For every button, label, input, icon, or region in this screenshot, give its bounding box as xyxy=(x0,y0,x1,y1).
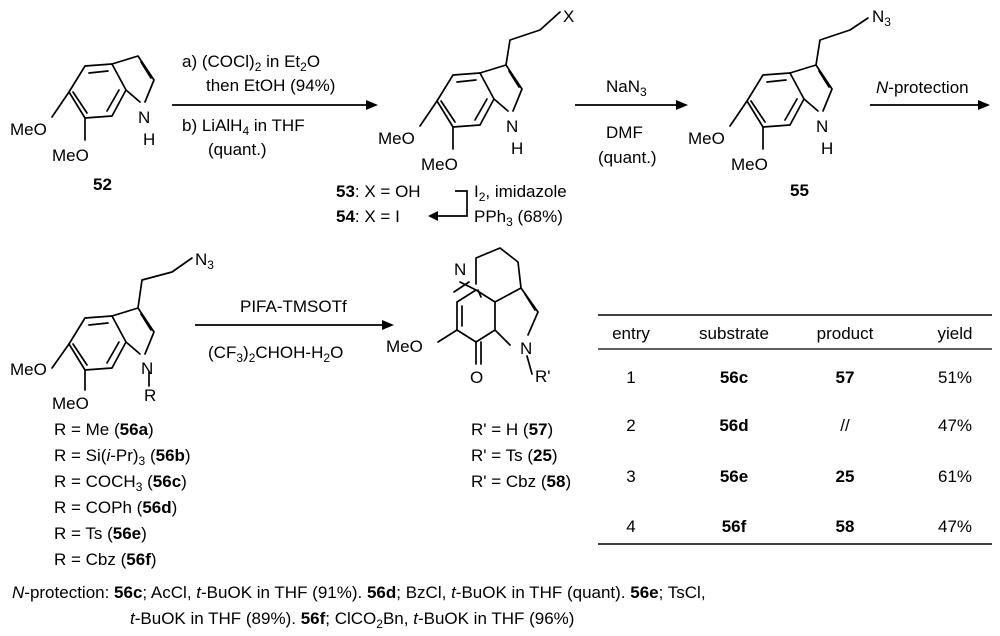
results-table: entry substrate product yield 1 56c 57 5… xyxy=(598,314,992,545)
n-label: N xyxy=(138,108,150,127)
molecule-53-54: X MeO MeO N H xyxy=(378,7,574,174)
molecule-product: N MeO O N R' xyxy=(386,247,551,387)
table-cell: 25 xyxy=(836,467,855,486)
footnote-line-1: N-protection: 56c; AcCl, t-BuOK in THF (… xyxy=(12,583,706,602)
r-substituent-list: R = Me (56a) R = Si(i-Pr)3 (56b) R = COC… xyxy=(54,420,191,569)
h-label: H xyxy=(143,130,155,149)
meo-label: MeO xyxy=(52,146,89,165)
table-cell: 56e xyxy=(720,467,748,486)
n-label: N xyxy=(816,117,828,136)
step1-a-line2: then EtOH (94%) xyxy=(206,76,335,95)
molecule-55: N3 MeO MeO N H 55 xyxy=(688,7,891,200)
n-label: N xyxy=(454,260,466,279)
table-cell: 47% xyxy=(938,416,972,435)
table-cell: 56d xyxy=(719,416,748,435)
conversion-arrow xyxy=(437,190,468,217)
meo-label: MeO xyxy=(731,155,768,174)
step1-b: b) LiAlH4 in THF xyxy=(182,116,305,138)
reagent-nan3: NaN3 xyxy=(606,77,647,99)
r-item-56f: R = Cbz (56f) xyxy=(54,550,157,569)
rp-item-57: R' = H (57) xyxy=(471,420,553,439)
table-cell: 47% xyxy=(938,517,972,536)
rp-label: R' xyxy=(535,367,551,386)
solvent-hfip: (CF3)2CHOH-H2O xyxy=(208,343,343,365)
table-header: product xyxy=(817,324,874,343)
h-label: H xyxy=(821,139,833,158)
table-header: substrate xyxy=(699,324,769,343)
compound-55-label: 55 xyxy=(790,181,809,200)
table-cell: 61% xyxy=(938,467,972,486)
table-cell: 1 xyxy=(626,368,635,387)
table-cell: 56f xyxy=(722,517,747,536)
table-cell: 58 xyxy=(836,517,855,536)
meo-label: MeO xyxy=(10,360,47,379)
rprime-list: R' = H (57) R' = Ts (25) R' = Cbz (58) xyxy=(471,420,571,491)
n3-label: N3 xyxy=(872,7,891,29)
arrowhead xyxy=(382,320,394,330)
meo-label: MeO xyxy=(378,129,415,148)
footnote: N-protection: 56c; AcCl, t-BuOK in THF (… xyxy=(12,583,706,631)
solvent-dmf: DMF xyxy=(606,123,643,142)
r-item-56c: R = COCH3 (56c) xyxy=(54,472,187,494)
table-cell: 57 xyxy=(836,368,855,387)
meo-label: MeO xyxy=(10,120,47,139)
meo-label: MeO xyxy=(386,337,423,356)
arrowhead xyxy=(366,100,378,110)
table-cell: // xyxy=(840,416,850,435)
r-label: R xyxy=(144,386,156,405)
compound-53-line: 53: X = OH xyxy=(336,182,421,201)
arrowhead xyxy=(676,100,688,110)
compound-52-label: 52 xyxy=(93,175,112,194)
molecule-56: N3 MeO MeO N R xyxy=(10,250,214,413)
arrowhead xyxy=(978,100,990,110)
n-label: N xyxy=(506,117,518,136)
table-cell: 51% xyxy=(938,368,972,387)
reagent-pph3: PPh3 (68%) xyxy=(474,207,563,229)
n-label: N xyxy=(141,359,153,378)
meo-label: MeO xyxy=(421,155,458,174)
h-label: H xyxy=(511,139,523,158)
n-protection-label: N-protection xyxy=(876,78,969,97)
table-header: yield xyxy=(938,324,973,343)
reagent-pifa: PIFA-TMSOTf xyxy=(240,297,347,316)
yield-quant: (quant.) xyxy=(598,148,657,167)
reagent-i2: I2, imidazole xyxy=(474,182,567,204)
meo-label: MeO xyxy=(688,129,725,148)
r-item-56b: R = Si(i-Pr)3 (56b) xyxy=(54,446,191,468)
table-cell: 3 xyxy=(626,467,635,486)
footnote-line-2: t-BuOK in THF (89%). 56f; ClCO2Bn, t-BuO… xyxy=(130,609,574,631)
n-label: N xyxy=(520,339,532,358)
step1-a: a) (COCl)2 in Et2O xyxy=(182,52,320,74)
arrowhead xyxy=(428,211,438,221)
molecule-52: MeO MeO N H 52 xyxy=(10,55,155,194)
r-item-56d: R = COPh (56d) xyxy=(54,498,177,517)
table-cell: 56c xyxy=(720,368,748,387)
r-item-56e: R = Ts (56e) xyxy=(54,524,147,543)
compound-54-line: 54: X = I xyxy=(336,207,400,226)
n3-label: N3 xyxy=(195,250,214,272)
step1-b-line2: (quant.) xyxy=(208,140,267,159)
rp-item-58: R' = Cbz (58) xyxy=(471,472,571,491)
table-header: entry xyxy=(612,324,650,343)
o-label: O xyxy=(470,368,483,387)
rp-item-25: R' = Ts (25) xyxy=(471,446,558,465)
x-label: X xyxy=(563,7,574,26)
r-item-56a: R = Me (56a) xyxy=(54,420,154,439)
table-cell: 4 xyxy=(626,517,635,536)
table-cell: 2 xyxy=(626,416,635,435)
meo-label: MeO xyxy=(52,394,89,413)
